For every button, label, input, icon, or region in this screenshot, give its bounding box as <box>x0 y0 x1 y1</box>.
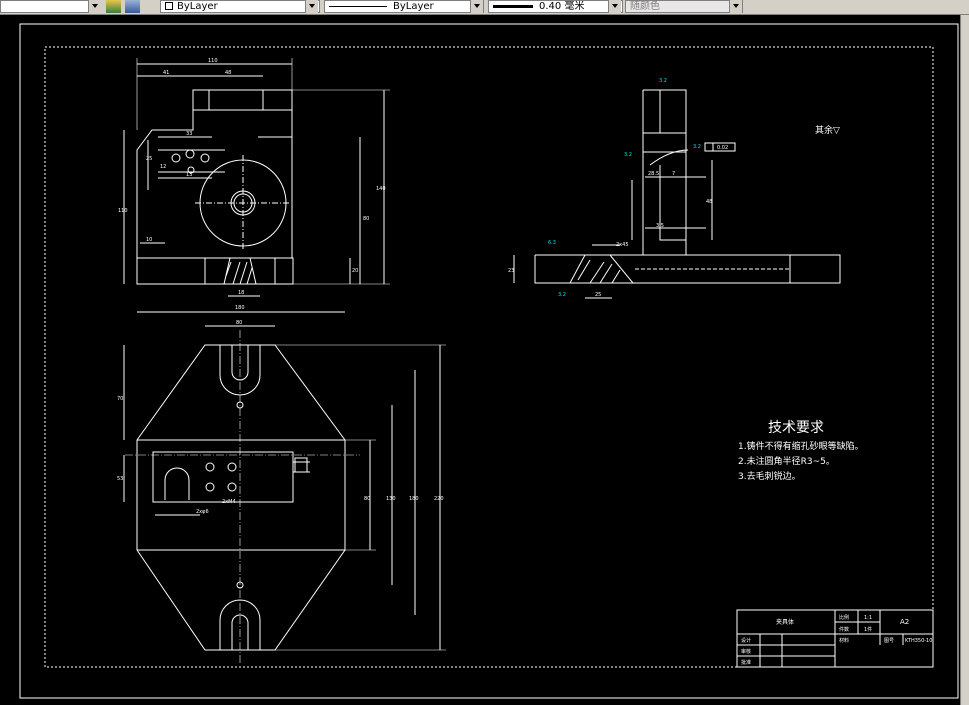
dim-18: 18 <box>238 290 244 296</box>
material-label: 材料 <box>839 637 849 644</box>
scale-value: 1:1 <box>864 615 872 621</box>
dim-130: 130 <box>386 496 396 502</box>
qty-value: 1件 <box>864 626 872 633</box>
dim-110-vertical: 110 <box>118 208 128 214</box>
lineweight-sample-icon <box>493 4 533 8</box>
layer-color-swatch-icon <box>165 2 173 10</box>
front-view-dimensions: 110 41 48 33 25 12 13 110 140 80 20 10 1… <box>118 58 386 296</box>
dim-13: 13 <box>186 172 192 178</box>
properties-toolbar: ByLayer ByLayer 0.40 毫米 随颜色 <box>0 0 969 15</box>
dim-180-vertical: 180 <box>409 496 419 502</box>
dim-33: 33 <box>186 131 192 137</box>
vertical-scrollbar[interactable] <box>960 15 969 705</box>
plotstyle-select[interactable]: 随颜色 <box>625 0 743 13</box>
plotstyle-value: 随颜色 <box>630 1 660 12</box>
plotstyle-dropdown-arrow[interactable] <box>729 0 742 13</box>
roughness-3.2-right: 3.2 <box>693 144 701 150</box>
drawing-svg: 110 41 48 33 25 12 13 110 140 80 20 10 1… <box>19 23 959 699</box>
scale-label: 比例 <box>839 614 849 621</box>
dim-2xphi6: 2xφ6 <box>196 509 209 515</box>
dim-180-top: 180 <box>235 305 245 311</box>
lineweight-value: 0.40 毫米 <box>539 1 585 12</box>
roughness-note: 其余▽ <box>815 124 840 136</box>
lineweight-select[interactable]: 0.40 毫米 <box>488 0 623 13</box>
drawing-no-label: 图号 <box>884 638 894 644</box>
top-view <box>123 311 446 665</box>
title-block <box>736 609 934 668</box>
lineweight-dropdown-arrow[interactable] <box>608 0 621 13</box>
dim-7: 7 <box>672 171 675 177</box>
dim-2xM4: 2xM4 <box>222 499 236 505</box>
dim-70: 70 <box>117 396 123 402</box>
dim-41: 41 <box>163 70 169 76</box>
dim-28.5: 28.5 <box>648 171 659 177</box>
designed-label: 设计 <box>741 637 751 644</box>
drawing-canvas[interactable]: 110 41 48 33 25 12 13 110 140 80 20 10 1… <box>0 15 960 705</box>
dim-220: 220 <box>434 496 444 502</box>
dim-3.5: 3.5 <box>656 223 664 229</box>
flatness-0.02: 0.02 <box>717 145 728 151</box>
color-control[interactable] <box>0 0 100 13</box>
tech-req-item-1: 1.铸件不得有缩孔砂眼等缺陷。 <box>738 440 864 452</box>
tech-requirements: 技术要求 1.铸件不得有缩孔砂眼等缺陷。 2.未注圆角半径R3~5。 3.去毛刺… <box>738 420 864 482</box>
dim-23: 23 <box>508 268 514 274</box>
layer-states-icon[interactable] <box>106 0 121 13</box>
roughness-3.2-left: 3.2 <box>624 152 632 158</box>
linetype-dropdown-arrow[interactable] <box>470 0 483 13</box>
dim-80-top: 80 <box>236 320 242 326</box>
roughness-3.2-top: 3.2 <box>659 78 667 84</box>
dim-48-side: 48 <box>706 199 712 205</box>
dim-10: 10 <box>146 237 152 243</box>
tech-req-item-3: 3.去毛刺锐边。 <box>738 470 801 482</box>
dim-110: 110 <box>208 58 218 64</box>
dim-140: 140 <box>376 186 386 192</box>
layer-dropdown-arrow[interactable] <box>305 0 318 13</box>
layer-value: ByLayer <box>177 1 218 12</box>
dim-80-vertical: 80 <box>364 496 370 502</box>
linetype-sample-icon <box>329 5 387 7</box>
drawing-no: KTH350-10 <box>905 638 932 644</box>
checked-label: 审核 <box>741 648 751 655</box>
layer-select[interactable]: ByLayer <box>160 0 320 13</box>
dim-25-side: 25 <box>595 292 601 298</box>
roughness-3.2-bottom: 3.2 <box>558 292 566 298</box>
roughness-6.3: 6.3 <box>548 240 556 246</box>
tech-req-item-2: 2.未注圆角半径R3~5。 <box>738 455 835 467</box>
qty-label: 件数 <box>839 626 849 633</box>
side-view-annotations: 3.2 3.2 3.2 28.5 7 3.5 48 2x45 6.3 25 3.… <box>508 78 840 298</box>
drawing-outer-frame <box>19 23 959 699</box>
sheet-size: A2 <box>900 618 909 626</box>
tech-req-title: 技术要求 <box>768 420 824 436</box>
dim-48: 48 <box>225 70 231 76</box>
dim-80: 80 <box>363 216 369 222</box>
dim-25: 25 <box>146 156 152 162</box>
dim-12: 12 <box>160 164 166 170</box>
title-block-text: 夹具体 比例 1:1 件数 1件 A2 图号 KTH350-10 材料 设计 审… <box>741 614 932 666</box>
layer-previous-icon[interactable] <box>125 0 140 13</box>
front-view <box>123 58 390 297</box>
linetype-value: ByLayer <box>393 1 434 12</box>
approved-label: 批准 <box>741 659 751 666</box>
linetype-select[interactable]: ByLayer <box>324 0 484 13</box>
dim-2x45: 2x45 <box>616 242 629 248</box>
dim-20: 20 <box>352 268 358 274</box>
color-dropdown-arrow[interactable] <box>88 0 101 13</box>
drawing-border <box>44 46 934 668</box>
top-view-dimensions: 180 80 70 53 220 180 130 80 2xM4 2xφ6 <box>117 305 444 515</box>
dim-53: 53 <box>117 476 123 482</box>
side-view <box>513 89 841 299</box>
part-name: 夹具体 <box>776 618 794 626</box>
